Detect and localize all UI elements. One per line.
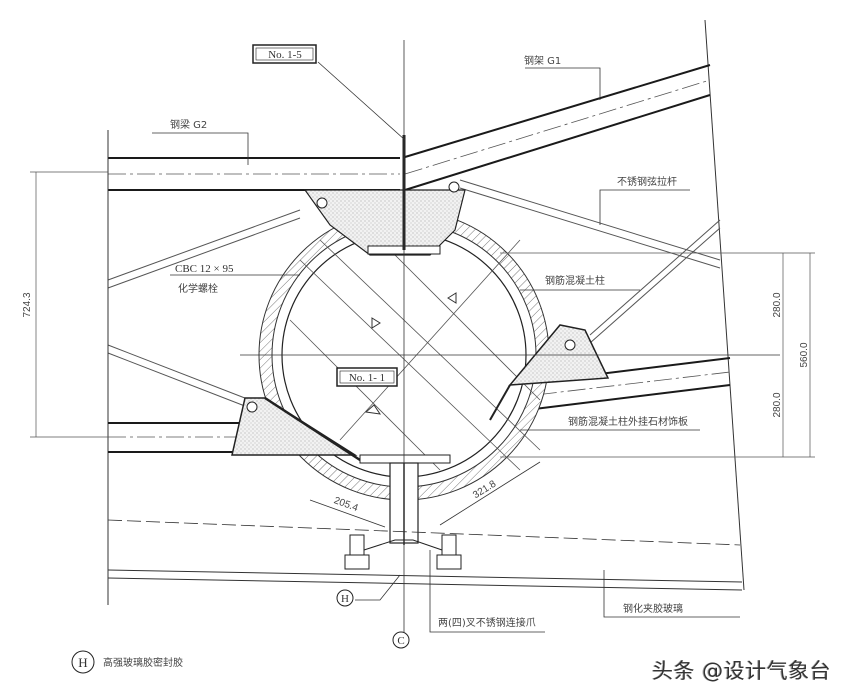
dim-left-vertical: 724.3: [22, 292, 33, 317]
leader-lines: [152, 61, 740, 633]
label-steel-beam-g2: 钢梁 G2: [170, 118, 207, 131]
legend: H 高强玻璃胶密封胶: [71, 650, 183, 674]
tag-center-label: No. 1- 1: [349, 372, 385, 384]
label-chemical-bolt: 化学螺栓: [178, 282, 218, 295]
label-stone-cladding: 钢筋混凝土柱外挂石材饰板: [568, 415, 688, 428]
dim-right-upper: 280.0: [772, 292, 783, 317]
tag-no-1-1: No. 1- 1: [336, 367, 398, 387]
callout-c: C: [392, 631, 410, 649]
watermark: 头条 @设计气象台: [652, 659, 832, 683]
glass-panel-lines: [107, 519, 743, 591]
label-rc-column: 钢筋混凝土柱: [545, 274, 605, 287]
label-glass: 钢化夹胶玻璃: [623, 602, 683, 615]
glass-edge-lines: [704, 19, 745, 591]
tag-top-label: No. 1-5: [268, 49, 302, 61]
dim-right-lower: 280.0: [772, 392, 783, 417]
label-connector: 两(四)叉不锈钢连接爪: [438, 616, 536, 629]
callout-h-label: H: [341, 593, 349, 605]
tag-no-1-5: No. 1-5: [252, 44, 317, 64]
left-bracket: [231, 396, 361, 462]
spider-fitting: [344, 534, 462, 570]
steel-frame-g1: [404, 64, 711, 191]
label-tie-rod: 不锈钢弦拉杆: [617, 175, 677, 188]
label-cbc-bolt: CBC 12 × 95: [175, 263, 234, 275]
dim-diag-left: 205.4: [332, 495, 360, 514]
legend-marker: H: [78, 655, 87, 670]
column-diagonals: [289, 239, 541, 471]
tie-rod-eyes: [316, 181, 460, 209]
callout-c-label: C: [397, 635, 404, 647]
label-steel-frame-g1: 钢架 G1: [524, 54, 561, 67]
dim-right-total: 560.0: [799, 342, 810, 367]
legend-text: 高强玻璃胶密封胶: [103, 656, 183, 669]
tie-rods: [107, 179, 721, 409]
dimensions: [30, 171, 815, 528]
callout-h: H: [336, 589, 354, 607]
section-triangles: [364, 292, 457, 415]
